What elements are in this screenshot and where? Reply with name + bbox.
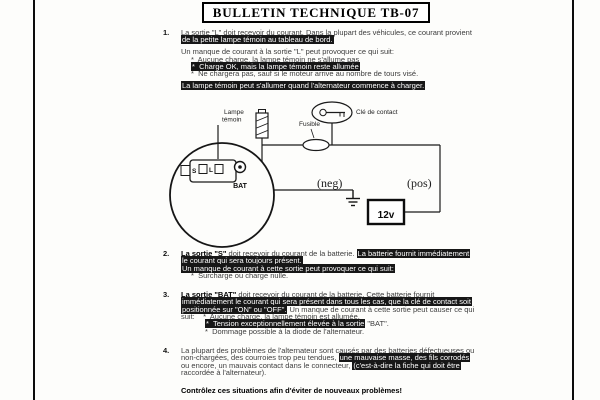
- closing-note: Contrôlez ces situations afin d'éviter d…: [181, 387, 402, 395]
- section-number: 3.: [163, 290, 170, 299]
- text-segment: * Surcharge ou charge nulle.: [191, 271, 289, 281]
- text-segment: * Tension exceptionnellement élevée à la…: [205, 319, 366, 329]
- section-number: 4.: [163, 346, 170, 355]
- text-segment: La sortie "BAT": [181, 290, 237, 299]
- plug-pin-l: [214, 164, 224, 174]
- text-segment: * Ne chargera pas, sauf si le moteur arr…: [191, 69, 419, 79]
- closing-note-text: Contrôlez ces situations afin d'éviter d…: [181, 386, 403, 395]
- text-line: La plupart des problèmes de l'alternateu…: [181, 346, 573, 355]
- ground-icon: [346, 190, 360, 207]
- page-edge-left: [33, 0, 35, 400]
- section-body: La sortie "BAT" doit recevoir du courant…: [181, 291, 573, 335]
- lamp-label-line1: Lampe: [224, 109, 244, 116]
- alternator-wiring-diagram: S L BAT 12v Lampe témoin Fusible Clé de …: [150, 98, 480, 248]
- text-segment: Un manque de courant à cette sortie peut…: [287, 304, 475, 314]
- ignition-key-icon: [311, 101, 353, 124]
- lamp-label-line2: témoin: [222, 117, 242, 124]
- section-body: La sortie "S" doit recevoir du courant d…: [181, 249, 573, 281]
- text-segment: La plupart des problèmes de l'alternateu…: [181, 346, 475, 355]
- text-line: * Aucune charge, la lampe témoin ne s'al…: [181, 54, 573, 64]
- text-segment: "BAT".: [365, 319, 389, 329]
- section-2: 2. La sortie "S" doit recevoir du courant…: [163, 249, 573, 281]
- fuse-icon: [302, 138, 330, 152]
- text-segment: * Aucune charge, la lampe témoin est all…: [203, 312, 360, 322]
- bat-terminal-label: BAT: [233, 183, 248, 190]
- text-segment: Un manque de courant à la sortie "L" peu…: [181, 47, 394, 57]
- text-segment: le courant qui sera toujours présent.: [181, 256, 303, 266]
- text-line: non-chargées, des courroies trop peu ten…: [181, 353, 573, 363]
- plug-tail: [180, 165, 191, 176]
- text-line: raccordée à l'alternateur).: [181, 368, 573, 378]
- fuse-label: Fusible: [299, 121, 320, 128]
- text-segment: La batterie fournit immédiatement: [356, 249, 471, 258]
- neg-label: (neg): [317, 176, 342, 190]
- section-3: 3. La sortie "BAT" doit recevoir du coura…: [163, 291, 573, 335]
- text-line: Un manque de courant à cette sortie peut…: [181, 263, 573, 273]
- page-edge-right: [572, 0, 574, 400]
- pos-label: (pos): [407, 176, 432, 190]
- text-segment: suit:: [181, 312, 204, 322]
- battery-voltage-label: 12v: [378, 210, 395, 221]
- text-line: positionnée sur "ON" ou "OFF". Un manque…: [181, 304, 573, 314]
- text-line: de la petite lampe témoin au tableau de …: [181, 35, 573, 45]
- text-segment: La sortie "L" doit recevoir du courant. …: [181, 28, 472, 37]
- section-body: La plupart des problèmes de l'alternateu…: [181, 346, 573, 378]
- plug-body: [189, 159, 237, 183]
- warning-lamp-icon: [255, 109, 269, 139]
- text-segment: La lampe témoin peut s'allumer quand l'a…: [181, 81, 426, 91]
- section-number: 2.: [163, 249, 170, 258]
- text-segment: non-chargées, des courroies trop peu ten…: [181, 353, 339, 363]
- text-segment: * Charge OK, mais la lampe témoin reste …: [191, 61, 360, 71]
- text-segment: La sortie "S": [181, 249, 227, 258]
- section-body: La sortie "L" doit recevoir du courant. …: [181, 28, 573, 91]
- text-line: * Dommage possible à la diode de l'alter…: [181, 326, 573, 336]
- section-number: 1.: [163, 28, 170, 37]
- text-segment: Un manque de courant à cette sortie peut…: [181, 263, 395, 273]
- text-segment: immédiatement le courant qui sera présen…: [181, 297, 472, 307]
- diagram-canvas: S L BAT 12v Lampe témoin Fusible Clé de …: [169, 101, 441, 248]
- text-segment: doit recevoir du courant de la batterie.: [226, 249, 357, 258]
- text-line: ou encore, un mauvais contact dans le co…: [181, 360, 573, 370]
- text-line: * Ne chargera pas, sauf si le moteur arr…: [181, 69, 573, 79]
- text-segment: doit recevoir du courant de la batterie.…: [236, 290, 435, 299]
- title-box: BULLETIN TECHNIQUE TB-07: [202, 2, 430, 23]
- text-segment: (c'est-à-dire la fiche qui doit être: [352, 360, 461, 370]
- text-line: * Charge OK, mais la lampe témoin reste …: [181, 61, 573, 71]
- text-line: La sortie "BAT" doit recevoir du courant…: [181, 290, 573, 299]
- bat-terminal-dot: [238, 165, 242, 169]
- text-segment: positionnée sur "ON" ou "OFF".: [181, 304, 288, 314]
- page-title: BULLETIN TECHNIQUE TB-07: [212, 4, 420, 20]
- section-4: 4. La plupart des problèmes de l'alternat…: [163, 346, 573, 378]
- plug-pin-s: [198, 164, 208, 174]
- text-segment: * Aucune charge, la lampe témoin ne s'al…: [191, 54, 360, 64]
- terminal-s-label: S: [192, 168, 197, 175]
- text-line: La sortie "S" doit recevoir du courant d…: [181, 249, 573, 258]
- text-line: immédiatement le courant qui sera présen…: [181, 297, 573, 307]
- text-segment: * Dommage possible à la diode de l'alter…: [205, 326, 365, 336]
- text-segment: une mauvaise masse, des fils corrodés: [338, 353, 471, 363]
- alternator-body: [169, 142, 275, 248]
- text-line: La lampe témoin peut s'allumer quand l'a…: [181, 81, 573, 91]
- text-segment: ou encore, un mauvais contact dans le co…: [181, 360, 353, 370]
- text-segment: raccordée à l'alternateur).: [181, 368, 267, 378]
- fuse-leader-line: [310, 128, 315, 139]
- text-line: * Tension exceptionnellement élevée à la…: [181, 319, 573, 329]
- section-1: 1. La sortie "L" doit recevoir du courant…: [163, 28, 573, 91]
- text-segment: de la petite lampe témoin au tableau de …: [181, 35, 334, 45]
- text-line: suit: * Aucune charge, la lampe témoin e…: [181, 312, 573, 322]
- key-label: Clé de contact: [356, 109, 398, 116]
- terminal-l-label: L: [209, 167, 213, 174]
- text-line: * Surcharge ou charge nulle.: [181, 271, 573, 281]
- battery-box: [366, 198, 406, 226]
- text-line: La sortie "L" doit recevoir du courant. …: [181, 28, 573, 37]
- circuit-wires: [217, 123, 441, 213]
- text-line: le courant qui sera toujours présent.: [181, 256, 573, 266]
- text-line: Un manque de courant à la sortie "L" peu…: [181, 47, 573, 57]
